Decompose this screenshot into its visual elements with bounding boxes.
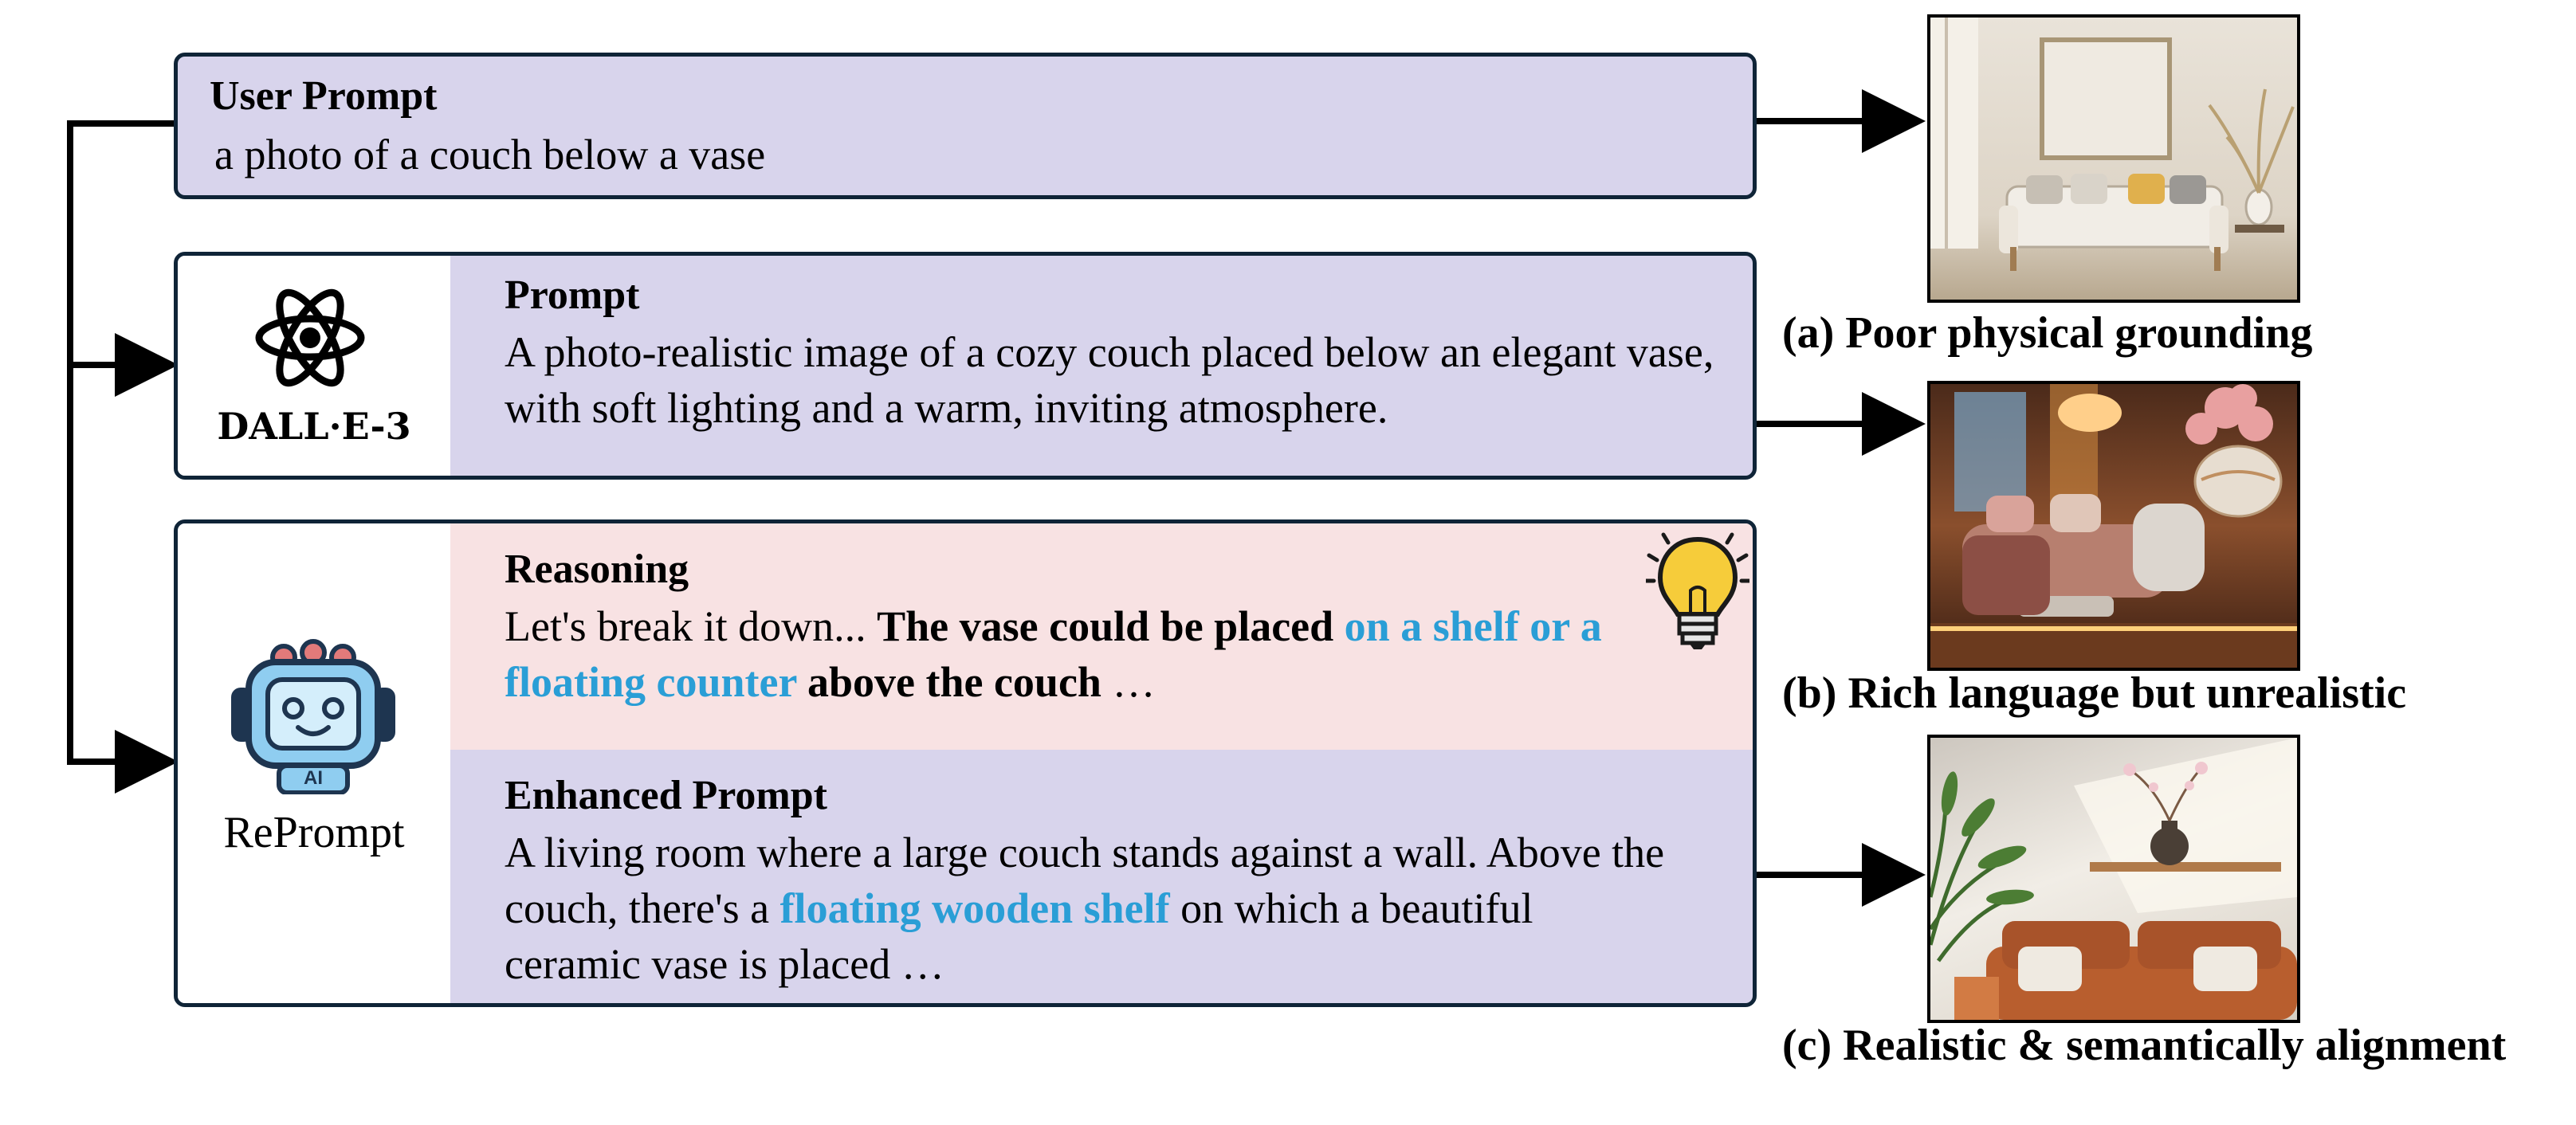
reasoning-section: Reasoning Let's break it down... The vas… — [450, 523, 1753, 750]
dalle-box: DALL·E-3 Prompt A photo-realistic image … — [174, 252, 1757, 480]
result-caption-c: (c) Realistic & semantically alignment — [1782, 1021, 2507, 1070]
dalle-logo-panel: DALL·E-3 — [178, 256, 450, 476]
enhanced-prompt-title: Enhanced Prompt — [505, 773, 827, 818]
enhanced-part-1: A living room where a large couch stands… — [505, 829, 1665, 932]
reasoning-part-2: The vase could be placed — [877, 602, 1345, 650]
reasoning-part-5: … — [1101, 658, 1156, 706]
robot-icon — [231, 639, 395, 794]
dalle-logo-label: DALL·E-3 — [217, 405, 411, 448]
enhanced-part-3: on which a beautiful ceramic vase is pla… — [505, 884, 1533, 988]
reasoning-part-1: Let's break it down... — [505, 602, 878, 650]
result-image-b — [1927, 381, 2300, 671]
living-room-aligned-icon — [1930, 738, 2297, 1020]
result-caption-b: (b) Rich language but unrealistic — [1782, 668, 2407, 718]
reasoning-text: Let's break it down... The vase could be… — [505, 598, 1644, 710]
reprompt-logo-label: RePrompt — [223, 808, 405, 857]
reprompt-logo-panel: AI RePrompt — [178, 523, 450, 1003]
enhanced-prompt-text: A living room where a large couch stands… — [505, 825, 1676, 992]
user-prompt-title: User Prompt — [210, 73, 438, 119]
dalle-prompt-title: Prompt — [505, 272, 640, 318]
result-image-c — [1927, 735, 2300, 1023]
reprompt-box: AI RePrompt Reasoning Let's break it dow… — [174, 519, 1757, 1007]
result-caption-a: (a) Poor physical grounding — [1782, 308, 2313, 358]
robot-badge-label: AI — [304, 767, 323, 789]
user-prompt-text: a photo of a couch below a vase — [214, 131, 766, 178]
result-image-a — [1927, 14, 2300, 303]
reasoning-title: Reasoning — [505, 547, 689, 592]
reasoning-highlight: on a shelf or a floating counter — [505, 602, 1602, 706]
living-room-unrealistic-icon — [1930, 384, 2297, 668]
user-prompt-box: User Prompt a photo of a couch below a v… — [174, 53, 1757, 199]
lightbulb-icon — [1646, 532, 1749, 649]
reasoning-part-4: above the couch — [796, 658, 1101, 706]
living-room-poor-grounding-icon — [1930, 18, 2295, 271]
dalle-prompt-text: A photo-realistic image of a cozy couch … — [505, 328, 1714, 432]
atom-icon — [255, 288, 365, 387]
enhanced-highlight: floating wooden shelf — [779, 884, 1170, 932]
